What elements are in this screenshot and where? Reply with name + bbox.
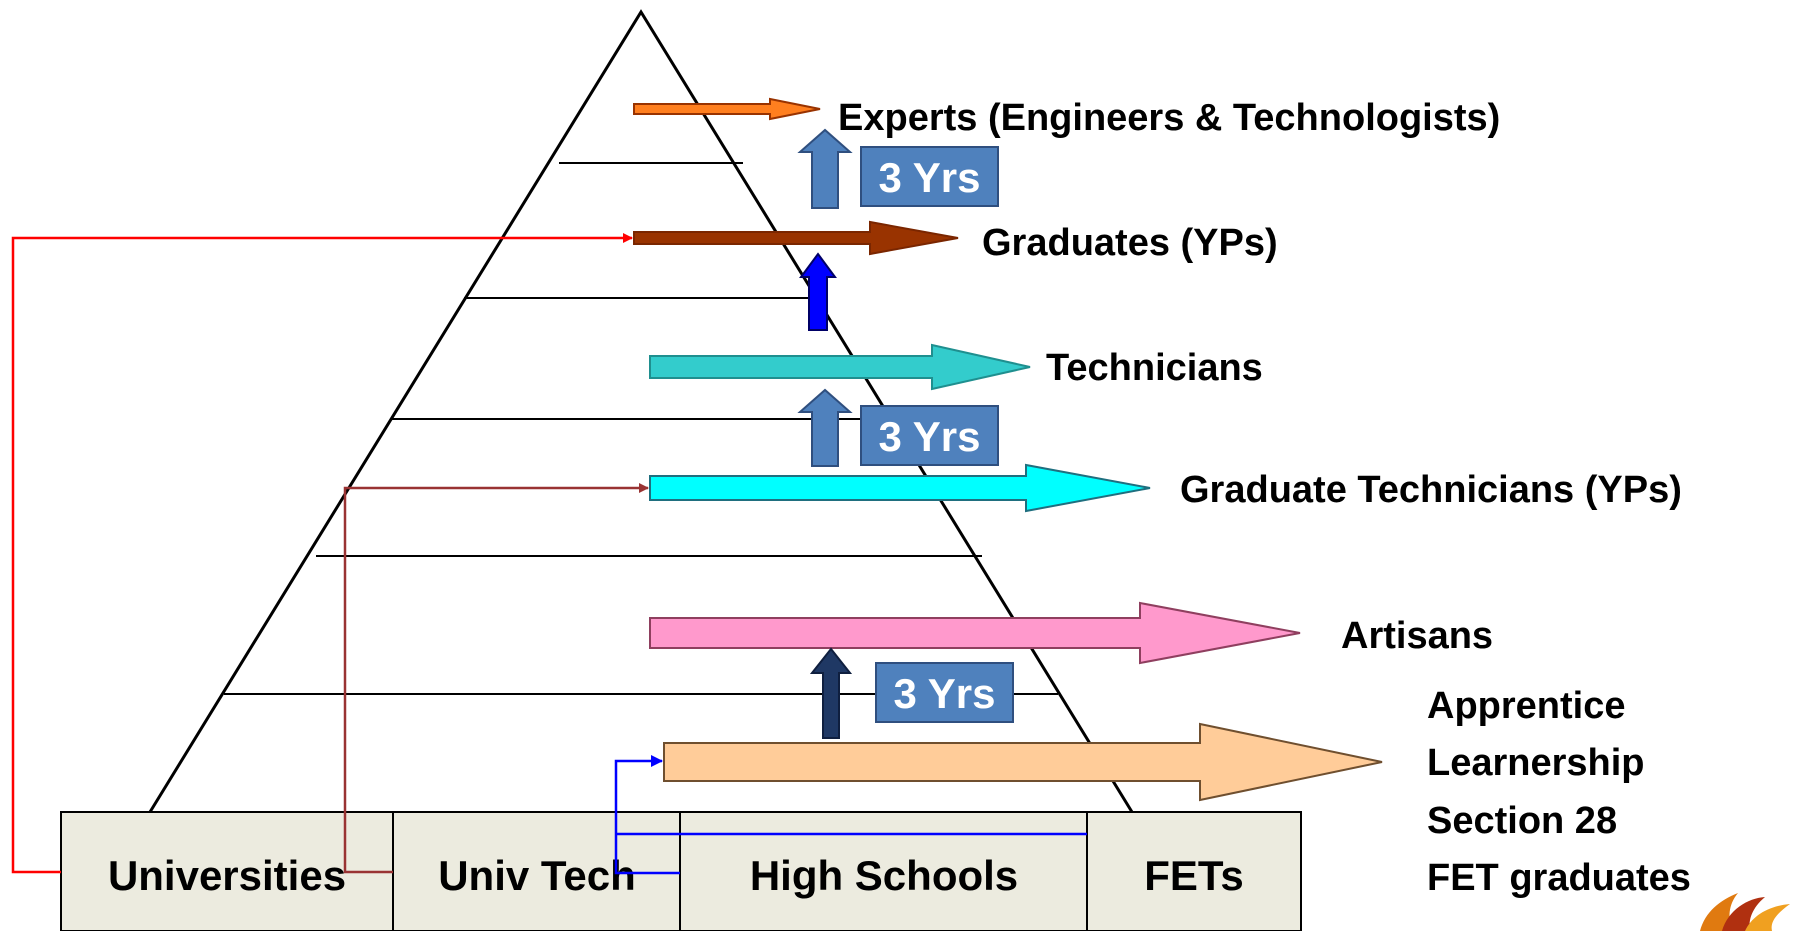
duration-label: 3 Yrs	[879, 154, 981, 201]
duration-box: 3 Yrs	[860, 146, 999, 207]
pyramid	[148, 9, 1134, 813]
artisans-label: Artisans	[1341, 615, 1493, 657]
graduates-arrow	[633, 220, 959, 256]
duration-box: 3 Yrs	[860, 405, 999, 466]
artisans-arrow	[649, 601, 1301, 665]
entry-route-label: Section 28	[1427, 800, 1617, 842]
graduates-label: Graduates (YPs)	[982, 222, 1278, 264]
high-schools-connector	[614, 755, 680, 875]
universities-connector	[11, 233, 633, 874]
apprentice-arrow	[663, 722, 1383, 802]
up-arrow-graduates	[799, 252, 837, 331]
graduate-technicians-arrow	[649, 463, 1151, 513]
institution-label: High Schools	[750, 852, 1018, 899]
institution-cell	[679, 811, 1088, 931]
univ-tech-connector	[343, 483, 649, 874]
graduate-technicians-label: Graduate Technicians (YPs)	[1180, 469, 1682, 511]
institution-cell	[392, 811, 681, 931]
up-arrow-technicians	[797, 388, 853, 467]
up-arrow-artisans	[809, 647, 853, 739]
institution-label: Univ Tech	[438, 852, 636, 899]
flame-logo-icon	[1700, 893, 1790, 931]
institution-label: FETs	[1144, 852, 1244, 899]
experts-arrow	[633, 97, 821, 121]
institution-cell	[60, 811, 394, 931]
experts-label: Experts (Engineers & Technologists)	[838, 97, 1500, 139]
duration-box: 3 Yrs	[875, 662, 1014, 723]
institution-cell	[1086, 811, 1302, 931]
up-arrow-experts	[797, 128, 853, 209]
duration-label: 3 Yrs	[879, 413, 981, 460]
entry-route-label: FET graduates	[1427, 857, 1691, 899]
entry-route-label: Apprentice	[1427, 685, 1625, 727]
institution-label: Universities	[108, 852, 346, 899]
institutions-table: Universities Univ Tech High Schools FETs	[60, 811, 1302, 931]
technicians-arrow	[649, 343, 1031, 391]
duration-label: 3 Yrs	[894, 670, 996, 717]
entry-route-label: Learnership	[1427, 742, 1645, 784]
technicians-label: Technicians	[1046, 347, 1263, 389]
